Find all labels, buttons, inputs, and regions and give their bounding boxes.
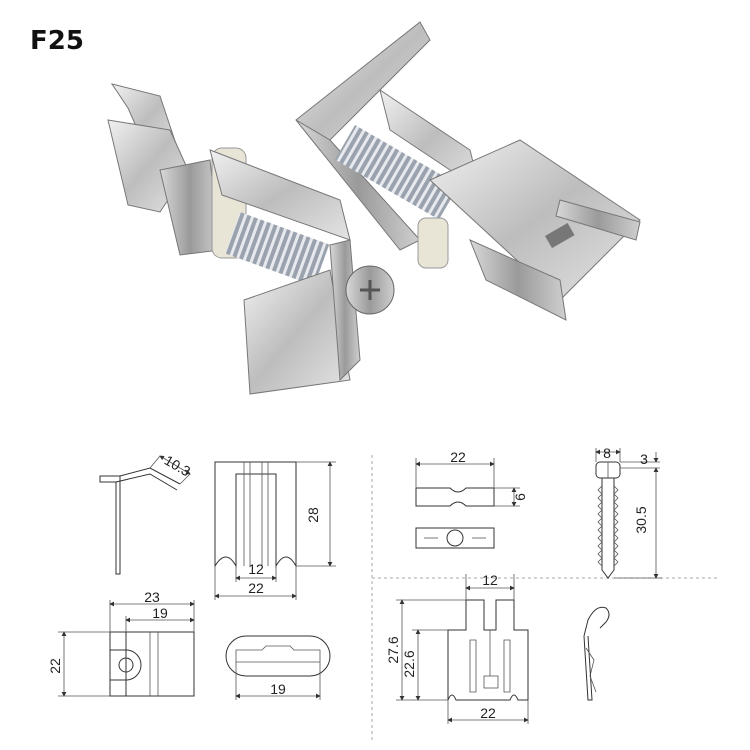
side-profile-drawing: 10.3 — [99, 452, 193, 575]
dim-top-overall: 23 — [144, 589, 160, 605]
dim-nut-width: 22 — [450, 449, 466, 465]
top-view-drawing: 23 19 22 — [47, 589, 195, 697]
spring-clip-side-drawing — [583, 606, 610, 701]
dim-front-height: 28 — [305, 507, 321, 523]
front-view-drawing: 28 12 22 — [214, 461, 336, 600]
dim-screw-length: 30.5 — [633, 506, 649, 533]
nut-part-drawing: 22 6 — [415, 449, 528, 549]
dim-top-height: 22 — [47, 658, 63, 674]
dim-clip-width: 22 — [480, 705, 496, 721]
dim-screw-head: 3 — [640, 451, 648, 467]
right-clip — [295, 21, 641, 321]
dim-nut-dia: 6 — [512, 493, 528, 501]
product-code: F25 — [30, 26, 84, 56]
dim-front-inner-width: 12 — [248, 561, 264, 577]
left-clip — [107, 83, 395, 395]
dim-screw-dia: 8 — [603, 445, 611, 461]
dim-clip-height-outer: 27.6 — [385, 636, 401, 663]
product-photo — [107, 21, 641, 395]
dim-top-inner: 19 — [152, 605, 168, 621]
oval-part-drawing: 19 — [225, 635, 331, 700]
dim-clip-top: 12 — [482, 572, 498, 588]
dim-front-outer-width: 22 — [248, 580, 264, 596]
dim-oval-width: 19 — [270, 681, 286, 697]
dim-clip-height-inner: 22.6 — [401, 650, 417, 677]
screw-drawing: 8 3 30.5 — [595, 445, 662, 579]
spring-clip-drawing: 12 27.6 22.6 22 — [385, 572, 529, 724]
